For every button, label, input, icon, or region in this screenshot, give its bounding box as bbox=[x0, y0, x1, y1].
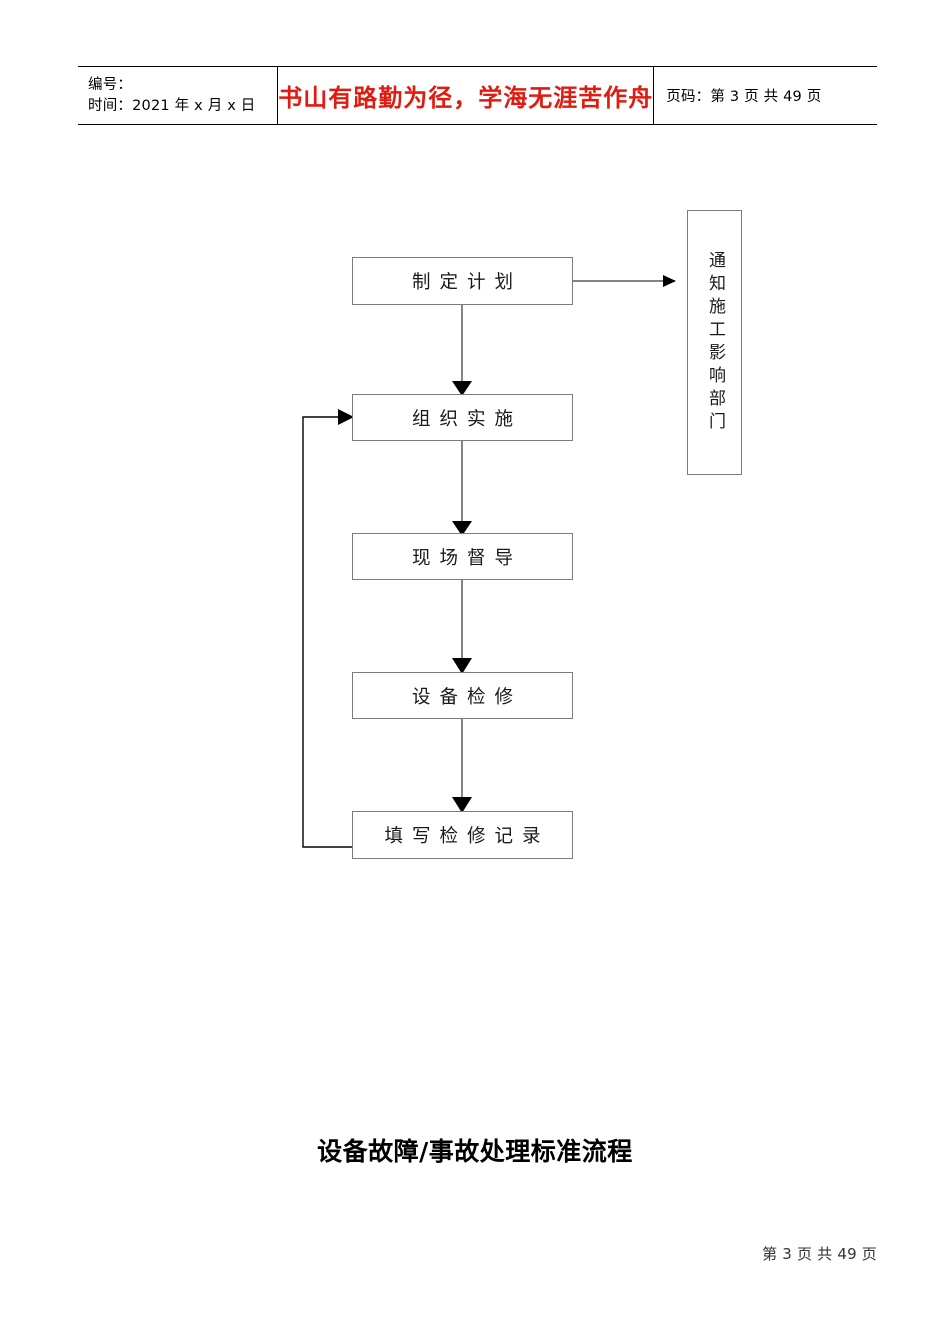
edge-record-to-organize-feedback bbox=[302, 409, 354, 848]
edge-plan-to-organize bbox=[452, 305, 472, 396]
header-doc-number-label: 编号： bbox=[88, 76, 133, 93]
header-page-label: 页码：第 3 页 共 49 页 bbox=[666, 89, 822, 105]
page-footer: 第 3 页 共 49 页 bbox=[762, 1245, 877, 1263]
flow-node-plan[interactable]: 制定计划 bbox=[352, 257, 573, 305]
flow-node-organize[interactable]: 组织实施 bbox=[352, 394, 573, 441]
flow-node-notify[interactable]: 通知施工影响部门 bbox=[687, 210, 742, 475]
header-slogan-text: 书山有路勤为径，学海无涯苦作舟 bbox=[278, 83, 654, 112]
header-cell-slogan: 书山有路勤为径，学海无涯苦作舟 bbox=[278, 67, 655, 124]
flow-node-repair[interactable]: 设备检修 bbox=[352, 672, 573, 719]
flow-node-record[interactable]: 填写检修记录 bbox=[352, 811, 573, 859]
flow-node-supervise[interactable]: 现场督导 bbox=[352, 533, 573, 580]
flow-node-supervise-label: 现场督导 bbox=[411, 547, 522, 569]
flow-node-record-label: 填写检修记录 bbox=[384, 826, 550, 847]
edge-repair-to-record bbox=[452, 719, 472, 813]
flow-node-notify-label: 通知施工影响部门 bbox=[705, 250, 725, 435]
edge-organize-to-supervise bbox=[452, 441, 472, 536]
header-date-label: 时间：2021 年 x 月 x 日 bbox=[88, 97, 256, 114]
page-header-table: 编号： 时间：2021 年 x 月 x 日 书山有路勤为径，学海无涯苦作舟 页码… bbox=[78, 66, 877, 125]
edge-supervise-to-repair bbox=[452, 580, 472, 674]
flow-node-organize-label: 组织实施 bbox=[411, 408, 522, 430]
flow-node-repair-label: 设备检修 bbox=[411, 686, 522, 708]
flow-node-plan-label: 制定计划 bbox=[411, 272, 522, 293]
diagram-caption: 设备故障/事故处理标准流程 bbox=[317, 1137, 633, 1166]
header-cell-page: 页码：第 3 页 共 49 页 bbox=[654, 67, 877, 124]
header-cell-doc-info: 编号： 时间：2021 年 x 月 x 日 bbox=[78, 67, 279, 124]
